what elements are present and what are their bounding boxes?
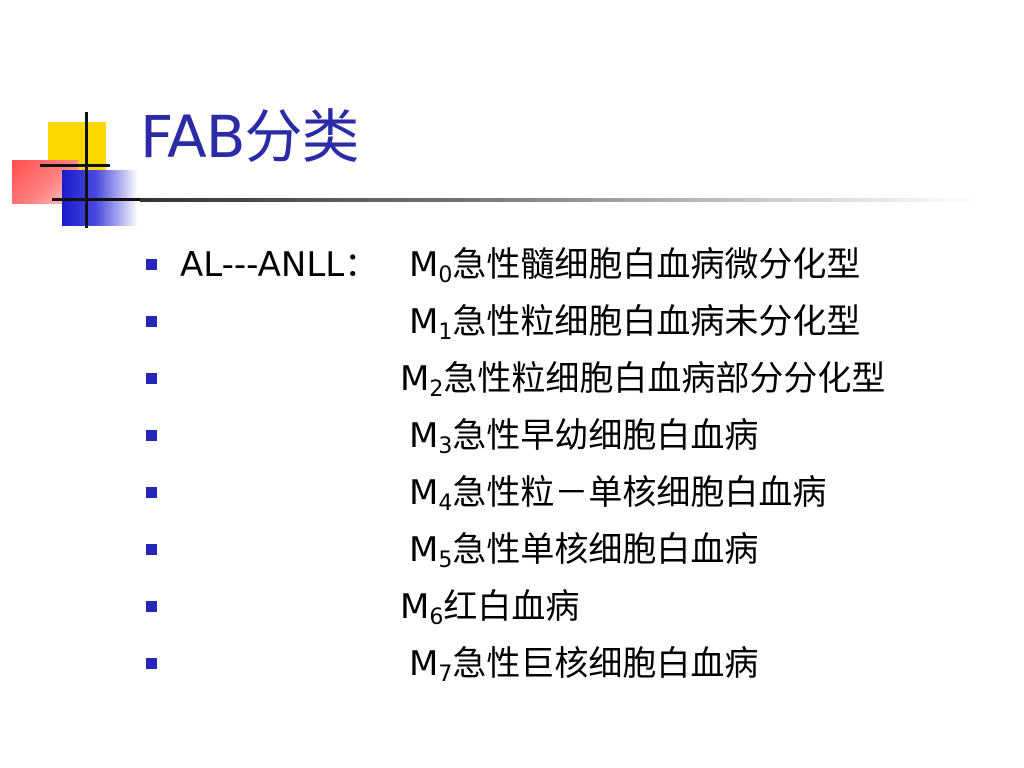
list-item: M3急性早幼细胞白血病 bbox=[0, 403, 1000, 460]
list-item-text: M7急性巨核细胞白血病 bbox=[409, 644, 759, 687]
bullet-icon bbox=[146, 658, 157, 669]
list-item-text: M1急性粒细胞白血病未分化型 bbox=[409, 302, 861, 345]
list-item-text: M2急性粒细胞白血病部分分化型 bbox=[400, 359, 886, 402]
list-item-text: M0急性髓细胞白血病微分化型 bbox=[409, 245, 861, 288]
bullet-icon bbox=[146, 601, 157, 612]
bullet-icon bbox=[146, 316, 157, 327]
list-item-text: M6红白血病 bbox=[400, 587, 580, 630]
list-item: M6红白血病 bbox=[0, 574, 1000, 631]
list-item: M4急性粒－单核细胞白血病 bbox=[0, 460, 1000, 517]
list-item: M2急性粒细胞白血病部分分化型 bbox=[0, 346, 1000, 403]
slide-title: FAB分类 bbox=[140, 103, 360, 171]
vertical-line bbox=[85, 112, 88, 228]
bullet-icon bbox=[146, 259, 157, 270]
bullet-icon bbox=[146, 373, 157, 384]
list-item-text: M3急性早幼细胞白血病 bbox=[409, 416, 759, 459]
list-item-text: M4急性粒－单核细胞白血病 bbox=[409, 473, 827, 516]
list-item: M1急性粒细胞白血病未分化型 bbox=[0, 289, 1000, 346]
horizontal-line-bottom bbox=[52, 198, 140, 201]
bullet-list: AL---ANLL： M0急性髓细胞白血病微分化型 M1急性粒细胞白血病未分化型… bbox=[0, 232, 1000, 688]
horizontal-line-top bbox=[40, 164, 110, 167]
list-item: AL---ANLL： M0急性髓细胞白血病微分化型 bbox=[0, 232, 1000, 289]
list-item-text: M5急性单核细胞白血病 bbox=[409, 530, 759, 573]
list-item: M5急性单核细胞白血病 bbox=[0, 517, 1000, 574]
list-lead-label: AL---ANLL： bbox=[180, 245, 379, 285]
bullet-icon bbox=[146, 487, 157, 498]
decorative-logo bbox=[0, 0, 140, 240]
title-divider bbox=[140, 198, 980, 202]
bullet-icon bbox=[146, 430, 157, 441]
bullet-icon bbox=[146, 544, 157, 555]
list-item: M7急性巨核细胞白血病 bbox=[0, 631, 1000, 688]
